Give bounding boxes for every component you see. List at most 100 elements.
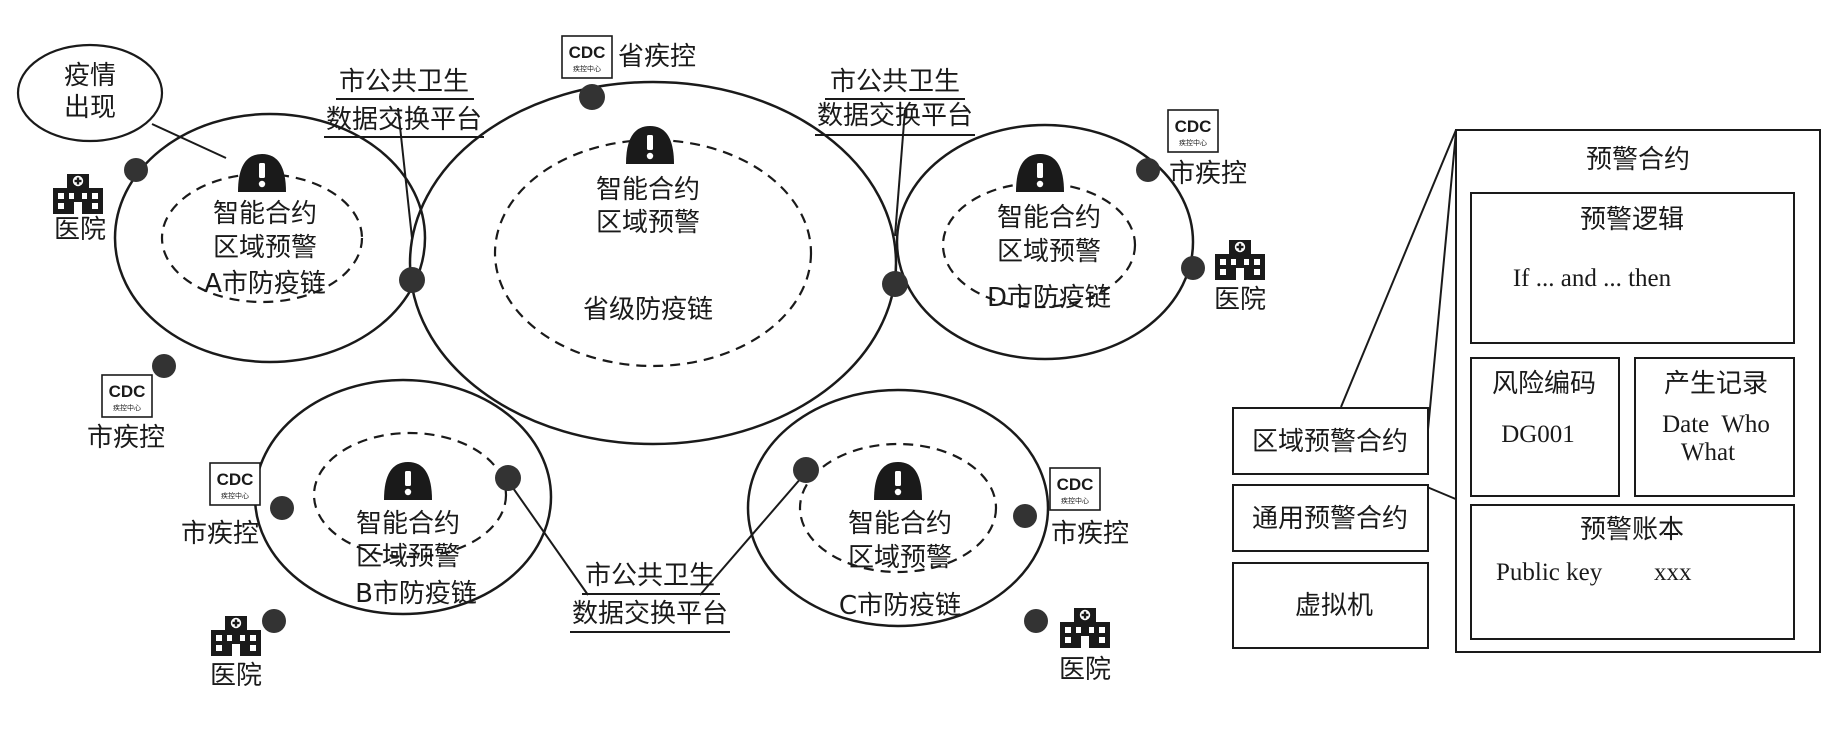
risk-box xyxy=(1470,357,1620,497)
svg-text:疾控中心: 疾控中心 xyxy=(113,403,141,412)
ring-c-inner xyxy=(798,442,998,574)
ring-province-inner xyxy=(493,138,813,368)
warning-icon-d xyxy=(1016,154,1064,192)
outbreak-oval xyxy=(16,43,164,143)
hospital-icon-c xyxy=(1060,608,1110,648)
node-a-cdc xyxy=(152,354,176,378)
node-a-hospital xyxy=(124,158,148,182)
cdc-logo-c: CDC 疾控中心 xyxy=(1049,467,1101,511)
cdc-logo-province: CDC 疾控中心 xyxy=(561,35,613,79)
contract-stack: 区域预警合约 通用预警合约 虚拟机 xyxy=(1232,407,1429,649)
svg-text:CDC: CDC xyxy=(1175,117,1212,136)
node-d-cdc xyxy=(1136,158,1160,182)
hospital-icon-b xyxy=(211,616,261,656)
svg-text:市公共卫生: 市公共卫生 xyxy=(830,67,960,97)
node-province-d xyxy=(882,271,908,297)
stack-vm-box xyxy=(1232,562,1429,649)
record-line2: What xyxy=(1681,439,1735,466)
outbreak-label-1: 疫情 xyxy=(64,61,116,91)
stack-vm-label: 虚拟机 xyxy=(1295,591,1373,621)
svg-text:疾控中心: 疾控中心 xyxy=(1061,496,1089,505)
logic-body: If ... and ... then xyxy=(1513,265,1672,292)
d-chain-label: D市防疫链 xyxy=(987,283,1111,313)
c-chain-label: C市防疫链 xyxy=(839,591,961,621)
svg-text:市公共卫生: 市公共卫生 xyxy=(339,67,469,97)
province-regional-warning: 区域预警 xyxy=(596,208,700,238)
ring-province xyxy=(408,80,898,446)
b-regional-warning: 区域预警 xyxy=(356,542,460,572)
a-regional-warning: 区域预警 xyxy=(213,233,317,263)
risk-value: DG001 xyxy=(1501,421,1575,448)
svg-text:CDC: CDC xyxy=(109,382,146,401)
svg-text:数据交换平台: 数据交换平台 xyxy=(572,599,728,629)
svg-text:疾控中心: 疾控中心 xyxy=(221,491,249,500)
warning-icon-c xyxy=(874,462,922,500)
b-chain-label: B市防疫链 xyxy=(355,579,477,609)
platform-label-top-left: 市公共卫生 数据交换平台 xyxy=(324,67,484,138)
ledger-key: Public key xyxy=(1496,559,1603,586)
cdc-logo-b: CDC 疾控中心 xyxy=(209,462,261,506)
ring-c xyxy=(746,388,1050,628)
stack-regional-box xyxy=(1232,407,1429,475)
svg-text:疾控中心: 疾控中心 xyxy=(1179,138,1207,147)
svg-text:数据交换平台: 数据交换平台 xyxy=(326,105,482,135)
c-hospital-label: 医院 xyxy=(1059,655,1111,685)
province-cdc-label: 省疾控 xyxy=(618,42,696,72)
outbreak-label-2: 出现 xyxy=(64,93,116,123)
node-d-hospital xyxy=(1181,256,1205,280)
svg-text:CDC: CDC xyxy=(569,43,606,62)
node-b-hospital xyxy=(262,609,286,633)
a-smart-contract: 智能合约 xyxy=(213,199,317,229)
c-cdc-label: 市疾控 xyxy=(1051,519,1129,549)
record-line1: Date Who xyxy=(1662,411,1770,438)
warning-contract-title: 预警合约 xyxy=(1586,145,1690,175)
province-chain-label: 省级防疫链 xyxy=(583,295,713,325)
warning-icon-province xyxy=(626,126,674,164)
svg-text:CDC: CDC xyxy=(217,470,254,489)
warning-contract-detail: 预警合约 预警逻辑 If ... and ... then 风险编码 DG001… xyxy=(1455,129,1821,653)
record-title: 产生记录 xyxy=(1664,369,1768,399)
hospital-icon-a xyxy=(53,174,103,214)
record-box xyxy=(1634,357,1795,497)
node-province-c xyxy=(793,457,819,483)
ledger-value: xxx xyxy=(1654,559,1692,586)
node-province-b xyxy=(495,465,521,491)
svg-text:市公共卫生: 市公共卫生 xyxy=(585,561,715,591)
province-smart-contract: 智能合约 xyxy=(596,175,700,205)
risk-title: 风险编码 xyxy=(1492,369,1596,399)
c-smart-contract: 智能合约 xyxy=(848,509,952,539)
stack-general-box xyxy=(1232,484,1429,552)
svg-text:数据交换平台: 数据交换平台 xyxy=(817,101,973,131)
node-province-cdc xyxy=(579,84,605,110)
b-hospital-label: 医院 xyxy=(210,661,262,691)
ring-d xyxy=(895,123,1195,361)
node-a-province xyxy=(399,267,425,293)
platform-label-top-right: 市公共卫生 数据交换平台 xyxy=(815,67,975,136)
a-chain-label: A市防疫链 xyxy=(204,269,326,299)
stack-general-label: 通用预警合约 xyxy=(1252,504,1408,534)
a-cdc-label: 市疾控 xyxy=(87,423,165,453)
warning-icon-a xyxy=(238,154,286,192)
node-b-cdc xyxy=(270,496,294,520)
ledger-box xyxy=(1470,504,1795,640)
d-smart-contract: 智能合约 xyxy=(997,203,1101,233)
d-cdc-label: 市疾控 xyxy=(1169,159,1247,189)
connector-lines xyxy=(151,107,1471,596)
ring-b-inner xyxy=(312,431,508,559)
d-hospital-label: 医院 xyxy=(1214,285,1266,315)
ring-a-inner xyxy=(160,172,364,304)
ring-a xyxy=(113,112,427,364)
a-hospital-label: 医院 xyxy=(54,215,106,245)
logic-title: 预警逻辑 xyxy=(1580,205,1684,235)
cdc-logo-a: CDC 疾控中心 xyxy=(101,374,153,418)
svg-text:CDC: CDC xyxy=(1057,475,1094,494)
svg-text:疾控中心: 疾控中心 xyxy=(573,64,601,73)
warning-icon-b xyxy=(384,462,432,500)
hospital-icon-d xyxy=(1215,240,1265,280)
d-regional-warning: 区域预警 xyxy=(997,237,1101,267)
chain-nodes xyxy=(124,84,1205,633)
node-c-cdc xyxy=(1013,504,1037,528)
ledger-title: 预警账本 xyxy=(1580,515,1684,545)
